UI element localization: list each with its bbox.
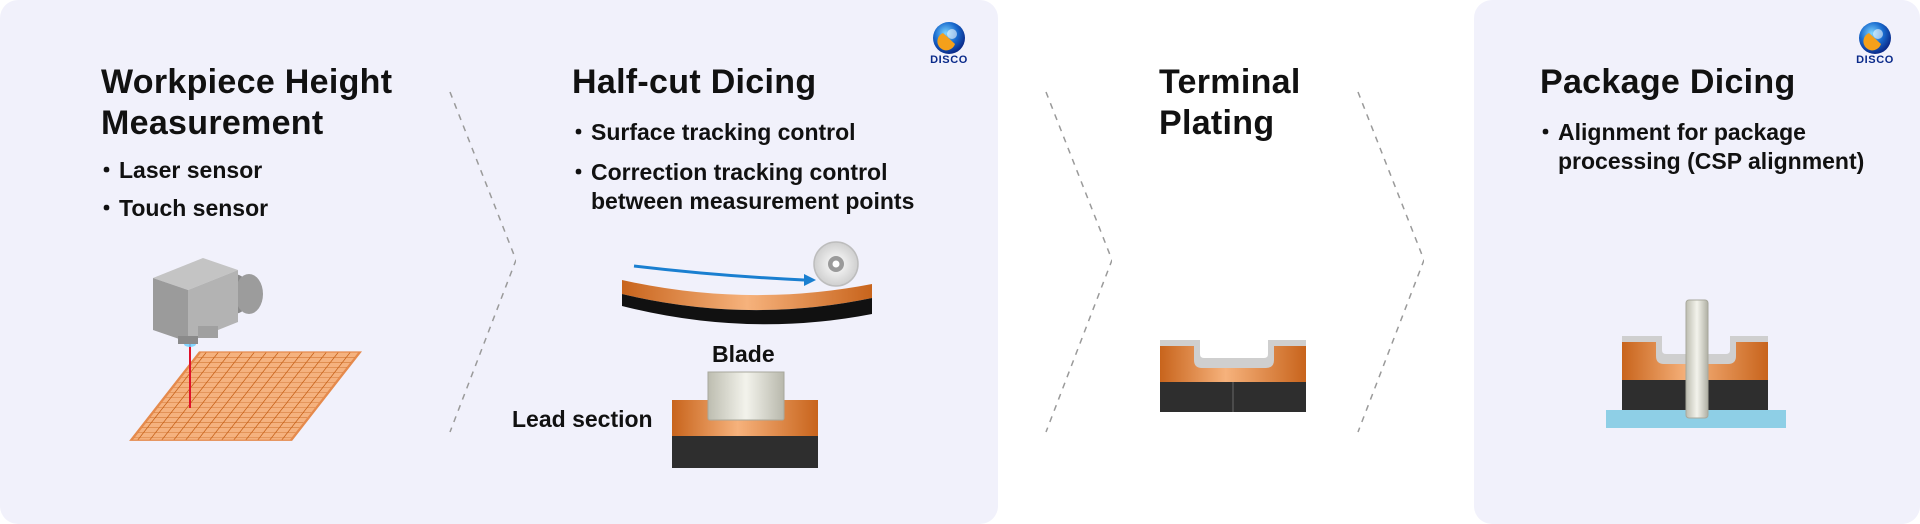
chevron-arrow-icon (449, 91, 516, 433)
laser-sensor-figure (129, 258, 362, 441)
disco-logo-icon (1859, 22, 1891, 54)
lead-section-label: Lead section (512, 406, 653, 432)
bullet-item: Surface tracking control (567, 118, 914, 147)
half-cut-bullets: Surface tracking control Correction trac… (567, 118, 914, 216)
tracking-arrow-icon (633, 264, 805, 282)
package-dicing-figure (1606, 299, 1786, 428)
disco-logo: DISCO (922, 20, 976, 70)
panel-package-dicing (1474, 0, 1920, 524)
package-dicing-bullets: Alignment for package processing (CSP al… (1534, 118, 1864, 176)
stage-title-package-dicing: Package Dicing (1540, 63, 1796, 101)
blade-label: Blade (712, 341, 775, 367)
stage-title-half-cut: Half-cut Dicing (572, 63, 817, 101)
disco-logo: DISCO (1848, 20, 1902, 70)
bullet-item: Touch sensor (95, 194, 268, 223)
disco-logo-icon (933, 22, 965, 54)
blade-icon (1685, 299, 1709, 419)
bullet-item: Correction tracking control between meas… (567, 158, 914, 216)
bullet-item: Laser sensor (95, 156, 268, 185)
workpiece-grid (129, 351, 362, 441)
laser-sensor-icon (153, 258, 238, 344)
stage-title-terminal-plating: Terminal Plating (1159, 63, 1301, 142)
lead-section-figure (672, 371, 818, 468)
chevron-arrow-icon (1357, 91, 1424, 433)
bullet-item: Alignment for package processing (CSP al… (1534, 118, 1864, 176)
measurement-bullets: Laser sensor Touch sensor (95, 156, 268, 232)
logo-wordmark: DISCO (1856, 54, 1894, 66)
surface-tracking-figure (622, 241, 872, 325)
logo-wordmark: DISCO (930, 54, 968, 66)
chevron-arrow-icon (1045, 91, 1112, 433)
stage-title-measurement: Workpiece Height Measurement (101, 63, 393, 142)
terminal-plating-figure (1160, 340, 1306, 412)
blade-icon (813, 241, 859, 287)
